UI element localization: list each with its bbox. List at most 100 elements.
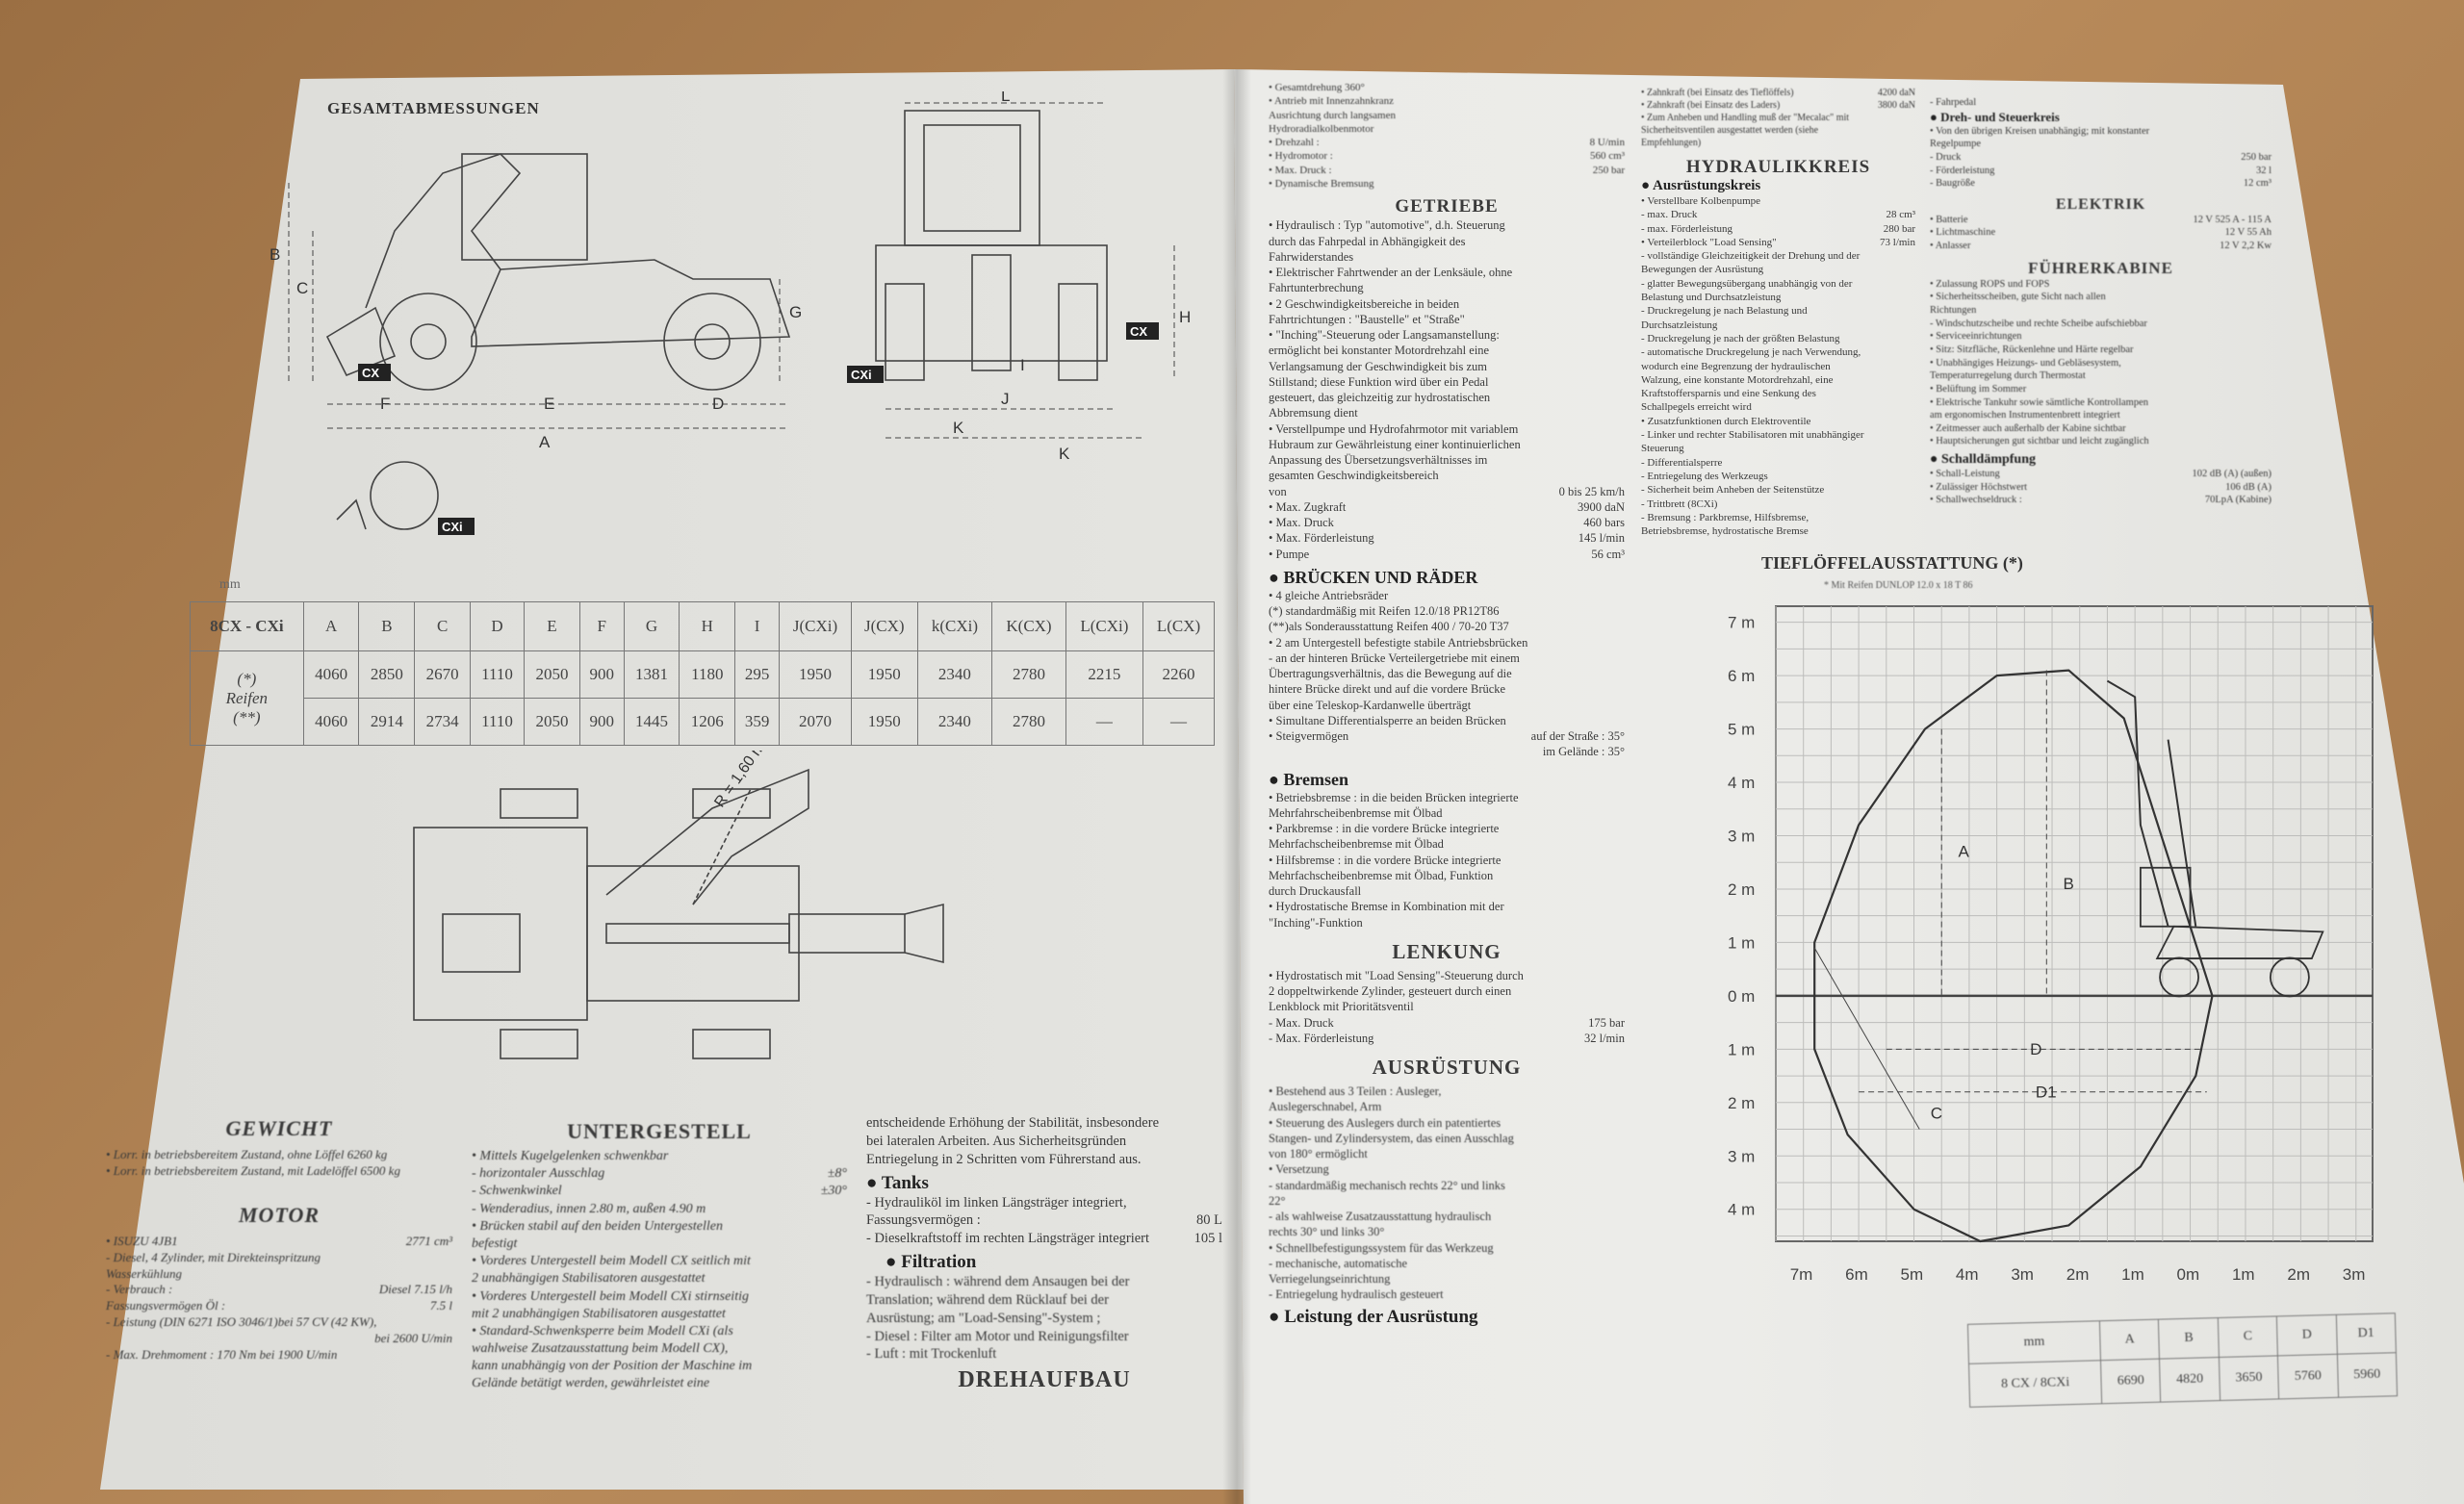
table-cell: 1206 <box>679 698 736 746</box>
line-text: • Pumpe <box>1269 547 1310 561</box>
line-text: • 2 Geschwindigkeitsbereiche in beiden <box>1269 296 1460 311</box>
text-line: 2 doppeltwirkende Zylinder, gesteuert du… <box>1269 983 1625 999</box>
line-text: • Lorr. in betriebsbereitem Zustand, ohn… <box>106 1147 388 1161</box>
line-text: Bewegungen der Ausrüstung <box>1641 264 1764 276</box>
text-line: • Gesamtdrehung 360° <box>1269 81 1625 94</box>
line-text: • Max. Druck : <box>1269 164 1332 176</box>
line-text: Mehrfachscheibenbremse mit Ölbad <box>1269 837 1444 852</box>
table-header-cell: L(CXi) <box>1065 601 1144 651</box>
text-line: Wasserkühlung <box>106 1266 452 1283</box>
text-line: Regelpumpe <box>1930 138 2272 151</box>
text-line: • Unabhängiges Heizungs- und Gebläsesyst… <box>1930 357 2272 370</box>
line-text: • Versetzung <box>1269 1162 1329 1177</box>
text-line: Stillstand; diese Funktion wird über ein… <box>1269 374 1625 390</box>
line-text: • Hydraulisch : Typ "automotive", d.h. S… <box>1269 218 1505 233</box>
y-tick-label: 2 m <box>1728 880 1755 899</box>
text-line: • Betriebsbremse : in die beiden Brücken… <box>1269 790 1625 805</box>
text-line: durch das Fahrpedal in Abhängigkeit des <box>1269 234 1625 249</box>
text-line: Betriebsbremse, hydrostatische Bremse <box>1641 524 1915 538</box>
table-cell: 900 <box>578 650 625 699</box>
text-line: Kraftstoffersparnis und eine Senkung des <box>1641 387 1915 400</box>
line-text: • Hydrostatische Bremse in Kombination m… <box>1269 900 1504 914</box>
text-line: ermöglicht bei konstanter Motordrehzahl … <box>1269 343 1625 358</box>
reach-header-cell: mm <box>1967 1320 2101 1364</box>
text-line: rechts 30° und links 30° <box>1269 1224 1625 1239</box>
dimension-annotation: A <box>1958 843 1969 861</box>
text-line: Temperaturregelung durch Thermostat <box>1930 370 2272 383</box>
x-tick-label: 1m <box>2232 1265 2255 1284</box>
line-text: (*) standardmäßig mit Reifen 12.0/18 PR1… <box>1269 604 1500 619</box>
line-text: - Hydraulisch : während dem Ansaugen bei… <box>866 1274 1130 1290</box>
line-text: • Schallwechseldruck : <box>1930 495 2022 506</box>
line-text: • Lorr. in betriebsbereitem Zustand, mit… <box>106 1162 400 1178</box>
line-text: Stangen- und Zylindersystem, das einen A… <box>1269 1131 1514 1145</box>
line-text: 2 doppeltwirkende Zylinder, gesteuert du… <box>1269 984 1512 999</box>
table-header-cell: E <box>524 601 580 651</box>
dim-label-f: F <box>380 395 390 413</box>
text-line: Walzung, eine konstante Motordrehzahl, e… <box>1641 373 1915 387</box>
text-line: • Parkbremse : in die vordere Brücke int… <box>1269 821 1625 836</box>
line-text: Schallpegels erreicht wird <box>1641 401 1752 414</box>
text-line: befestigt <box>472 1236 847 1253</box>
right-column-2: • Zahnkraft (bei Einsatz des Tieflöffels… <box>1641 87 1915 538</box>
text-line: - Bremsung : Parkbremse, Hilfsbremse, <box>1641 511 1915 524</box>
line-text: • Betriebsbremse : in die beiden Brücken… <box>1269 790 1519 804</box>
table-cell: 2215 <box>1065 650 1144 699</box>
text-block: • Lorr. in betriebsbereitem Zustand, ohn… <box>106 1147 452 1180</box>
table-cell: 1950 <box>778 650 853 699</box>
text-line: am ergonomischen Instrumentenbrett integ… <box>1930 409 2272 422</box>
dim-label-d: D <box>712 395 724 413</box>
table-cell: 900 <box>578 698 625 746</box>
text-line: im Gelände : 35° <box>1269 744 1625 759</box>
line-text: Lenkblock mit Prioritätsventil <box>1269 1000 1414 1014</box>
line-text: Empfehlungen) <box>1641 138 1702 148</box>
text-line: - Leistung (DIN 6271 ISO 3046/1)bei 57 C… <box>106 1314 452 1331</box>
tanks-filtration-section: entscheidende Erhöhung der Stabilität, i… <box>866 1114 1222 1393</box>
text-line: • Hilfsbremse : in die vordere Brücke in… <box>1269 853 1625 868</box>
text-line: über eine Teleskop-Kardanwelle überträgt <box>1269 698 1625 713</box>
dim-label-b: B <box>270 245 280 264</box>
superstructure-heading: DREHAUFBAU <box>958 1367 1131 1393</box>
line-text: • Elektrische Tankuhr sowie sämtliche Ko… <box>1930 396 2148 408</box>
table-cell: 2670 <box>414 650 472 699</box>
text-line: bei lateralen Arbeiten. Aus Sicherheitsg… <box>866 1133 1222 1151</box>
line-text: - max. Druck <box>1641 209 1698 221</box>
table-cell: 2914 <box>358 698 416 746</box>
reach-envelope-line <box>1813 669 2214 1243</box>
line-text: - Max. Förderleistung <box>1269 1031 1374 1045</box>
line-text: • Brücken stabil auf den beiden Unterges… <box>472 1218 723 1234</box>
line-text: • Gesamtdrehung 360° <box>1269 82 1365 93</box>
line-text: • Mittels Kugelgelenken schwenkbar <box>472 1149 669 1163</box>
text-line: • Simultane Differentialsperre an beiden… <box>1269 713 1625 728</box>
y-tick-label: 0 m <box>1728 987 1755 1006</box>
table-header-cell: B <box>358 601 416 651</box>
line-value: Diesel 7.15 l/h <box>378 1282 452 1297</box>
x-tick-label: 3m <box>2343 1265 2366 1284</box>
text-line: • Hauptsicherungen gut sichtbar und leic… <box>1930 435 2272 448</box>
line-text: - Sicherheit beim Anheben der Seitenstüt… <box>1641 484 1825 497</box>
cx-badge: CX <box>362 366 379 380</box>
noise-heading: Schalldämpfung <box>1930 452 2272 468</box>
text-line: - horizontaler Ausschlag±8° <box>472 1165 847 1183</box>
line-text: - als wahlweise Zusatzausstattung hydrau… <box>1269 1210 1492 1224</box>
table-header-cell: G <box>623 601 680 651</box>
dim-label-l: L <box>1001 91 1010 105</box>
line-text: - Luft : mit Trockenluft <box>866 1346 997 1363</box>
text-line: - Hydrauliköl im linken Längsträger inte… <box>866 1194 1222 1212</box>
line-text: • Elektrischer Fahrtwender an der Lenksä… <box>1269 266 1513 280</box>
text-line: • Schnellbefestigungssystem für das Werk… <box>1269 1240 1625 1256</box>
line-text: - Druckregelung je nach Belastung und <box>1641 305 1808 318</box>
y-tick-label: 1 m <box>1728 933 1755 952</box>
line-text: Stillstand; diese Funktion wird über ein… <box>1269 374 1489 389</box>
line-text: gesteuert, das gleichzeitig zur hydrosta… <box>1269 391 1491 405</box>
reach-cell: 6690 <box>2100 1359 2162 1404</box>
line-value: 73 l/min <box>1880 236 1915 248</box>
text-line: - Diesel, 4 Zylinder, mit Direkteinsprit… <box>106 1250 452 1266</box>
